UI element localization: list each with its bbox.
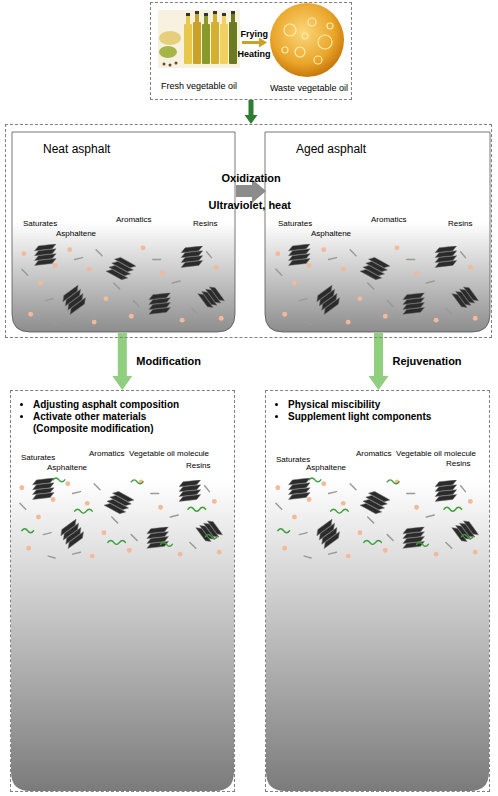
edge-label: Frying	[241, 29, 269, 39]
block-arrow	[242, 38, 267, 48]
node-text: Aged asphalt	[296, 143, 446, 157]
node-text: Adjusting asphalt composition	[33, 399, 233, 411]
node-text: Aromatics	[89, 449, 125, 458]
node-text: Resins	[193, 219, 217, 228]
node-text: Saturates	[276, 455, 310, 464]
beaker-box: Neat asphaltSaturates Aromatics ResinsAsph…	[13, 133, 236, 333]
node-text: Saturates	[21, 453, 55, 462]
beaker-box: Aged asphaltSaturates Aromatics ResinsAsph…	[266, 133, 491, 333]
node-text: Saturates	[23, 219, 57, 228]
edge-label: Oxidization	[222, 172, 281, 185]
beaker-shapes	[11, 132, 490, 791]
node-text: Vegetable oil molecule	[396, 449, 476, 458]
block-arrow	[245, 100, 258, 124]
node-text: Asphaltene	[306, 463, 346, 472]
node-text: Fresh vegetable oil	[156, 81, 242, 91]
molecule-mixture	[275, 478, 478, 559]
node-text: Asphaltene	[311, 229, 351, 238]
edge-label: Modification	[136, 355, 201, 368]
free-label: Ultraviolet, heat	[209, 199, 292, 212]
free-label: Heating	[238, 49, 271, 59]
molecule-mixture	[19, 478, 222, 559]
edge-label: Rejuvenation	[393, 355, 462, 368]
result-box: Adjusting asphalt compositionActivate ot…	[10, 390, 235, 792]
photo-node: Fresh vegetable oil	[156, 9, 242, 95]
node-text: Aromatics	[371, 215, 407, 224]
molecule-mixture	[275, 244, 478, 325]
node-text: Resins	[448, 219, 472, 228]
node-text: Asphaltene	[47, 463, 87, 472]
node-text: Saturates	[278, 219, 312, 228]
node-text: Neat asphalt	[43, 143, 193, 157]
block-arrow	[369, 333, 389, 390]
molecule-mixture	[21, 244, 224, 325]
node-text: Supplement light components	[288, 411, 448, 423]
group-box: Neat asphaltSaturates Aromatics ResinsAsph…	[5, 124, 492, 338]
node-text: Aromatics	[356, 449, 392, 458]
fresh-oil-photo	[158, 10, 240, 68]
photo-node: Waste vegetable oil	[267, 5, 351, 97]
node-text: Aromatics	[116, 215, 152, 224]
block-arrow	[112, 333, 132, 390]
node-text: Vegetable oil molecule	[129, 449, 209, 458]
asphalt-molecules	[19, 244, 478, 559]
node-text: Resins	[446, 459, 470, 468]
node-text: Resins	[186, 461, 210, 470]
node-text: Waste vegetable oil	[267, 83, 351, 93]
result-box: Physical miscibilitySupplement light com…	[265, 390, 490, 792]
node-text: Physical miscibility	[288, 399, 488, 411]
node-text: Asphaltene	[56, 229, 96, 238]
waste-oil-photo	[270, 3, 344, 77]
node-text: Activate other materials (Composite modi…	[33, 411, 193, 434]
